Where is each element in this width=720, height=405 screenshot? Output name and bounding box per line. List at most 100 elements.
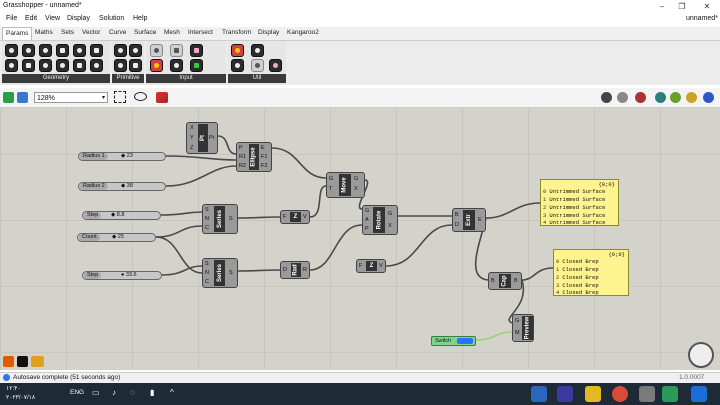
file-path-icon[interactable] (170, 44, 183, 57)
arrow-icon[interactable] (251, 59, 264, 72)
input-g[interactable]: G (329, 176, 334, 182)
input-a[interactable]: A (365, 217, 369, 223)
slider-count[interactable]: Count ◆ 25 (77, 233, 156, 242)
box-param-icon[interactable] (22, 44, 35, 57)
component-series-1[interactable]: S N C Series S (202, 204, 238, 234)
save-file-icon[interactable] (17, 92, 28, 103)
input-r2[interactable]: R2 (239, 163, 247, 169)
output-pt[interactable]: Pt (209, 135, 215, 141)
volume-icon[interactable]: ♪ (112, 388, 116, 397)
input-x[interactable]: X (190, 125, 194, 131)
graph-mapper-icon[interactable] (150, 59, 163, 72)
chevron-up-icon[interactable]: ^ (170, 388, 174, 397)
rhino-icon[interactable] (639, 386, 655, 402)
battery-icon[interactable]: ▮ (150, 388, 155, 397)
input-c[interactable]: C (205, 279, 209, 285)
bake-icon[interactable] (3, 356, 14, 367)
input-m[interactable]: M (515, 330, 520, 336)
flask-icon[interactable] (269, 59, 282, 72)
close-button[interactable]: ✕ (703, 2, 711, 11)
integer-param-icon[interactable] (129, 44, 142, 57)
language-indicator[interactable]: ENG (70, 389, 85, 396)
open-file-icon[interactable] (3, 92, 14, 103)
circle-param-icon[interactable] (56, 44, 69, 57)
slider-radius-1[interactable]: Radius 1 ◆ 23 (78, 152, 166, 161)
matrix-icon[interactable] (190, 59, 203, 72)
component-extrude[interactable]: B D Extr E (452, 208, 486, 232)
button-object-icon[interactable] (170, 59, 183, 72)
preview-wire-icon[interactable] (617, 92, 628, 103)
mesh-param-icon[interactable] (22, 59, 35, 72)
output-s[interactable]: S (229, 216, 233, 222)
output-f2[interactable]: F2 (261, 163, 268, 169)
cluster-icon[interactable] (17, 356, 28, 367)
input-c[interactable]: C (205, 225, 209, 231)
component-series-2[interactable]: S N C Series S (202, 258, 238, 288)
tab-kangaroo2[interactable]: Kangaroo2 (287, 29, 319, 36)
tab-params[interactable]: Params (2, 27, 33, 40)
surface-param-icon[interactable] (73, 59, 86, 72)
tab-maths[interactable]: Maths (35, 29, 53, 36)
import-icon[interactable] (150, 44, 163, 57)
input-d[interactable]: D (455, 222, 459, 228)
clock-date[interactable]: ۲۰۲۳/۰۷/۱۸ (6, 395, 36, 401)
menu-view[interactable]: View (45, 15, 61, 22)
mesh-quality-icon[interactable] (670, 92, 681, 103)
windows-start-icon[interactable] (691, 386, 707, 402)
gradient-icon[interactable] (190, 44, 203, 57)
output-g[interactable]: G (354, 176, 359, 182)
tab-curve[interactable]: Curve (109, 29, 127, 36)
tab-vector[interactable]: Vector (82, 29, 101, 36)
vector-param-icon[interactable] (90, 59, 103, 72)
zoom-dropdown[interactable]: 128%▾ (34, 92, 108, 103)
tab-intersect[interactable]: Intersect (188, 29, 213, 36)
input-b[interactable]: B (455, 212, 459, 218)
navigation-compass-icon[interactable] (688, 342, 714, 368)
output-g[interactable]: G (388, 211, 393, 217)
output-f1[interactable]: F1 (261, 154, 268, 160)
group-icon[interactable] (31, 356, 44, 367)
input-g[interactable]: G (365, 208, 370, 214)
data-input-icon[interactable] (231, 59, 244, 72)
clock-time[interactable]: ۱۲:۴۰ (6, 386, 21, 392)
menu-help[interactable]: Help (133, 15, 148, 22)
store-app-icon[interactable] (531, 386, 547, 402)
minimize-button[interactable]: – (659, 2, 665, 11)
selected-only-icon[interactable] (655, 92, 666, 103)
output-v[interactable]: V (379, 263, 383, 269)
input-s[interactable]: S (205, 261, 209, 267)
input-p[interactable]: P (365, 226, 369, 232)
component-move[interactable]: G T Move G X (326, 172, 365, 198)
eye-icon[interactable] (134, 92, 147, 101)
boolean-param-icon[interactable] (114, 44, 127, 57)
component-rotate[interactable]: G A P Rotate G X (362, 205, 398, 235)
output-s[interactable]: S (229, 270, 233, 276)
output-r[interactable]: R (303, 267, 307, 273)
tab-display[interactable]: Display (258, 29, 280, 36)
number-param-icon[interactable] (114, 59, 127, 72)
menu-solution[interactable]: Solution (99, 15, 125, 22)
text-param-icon[interactable] (129, 59, 142, 72)
component-ellipse[interactable]: P R1 R2 Ellipse E F1 F2 (236, 142, 272, 172)
input-f[interactable]: F (359, 263, 363, 269)
file-explorer-icon[interactable] (585, 386, 601, 402)
notification-icon[interactable]: ▭ (92, 388, 100, 397)
input-g[interactable]: G (515, 318, 520, 324)
output-b[interactable]: B (514, 278, 518, 284)
input-z[interactable]: Z (190, 145, 194, 151)
plane-param-icon[interactable] (39, 59, 52, 72)
brep-param-icon[interactable] (39, 44, 52, 57)
chrome-icon[interactable] (612, 386, 628, 402)
slider-step-1[interactable]: Step ◆ 8.8 (82, 211, 161, 220)
component-unit-z-2[interactable]: F Z V (356, 259, 386, 273)
input-n[interactable]: N (205, 216, 209, 222)
menu-edit[interactable]: Edit (25, 15, 38, 22)
input-y[interactable]: Y (190, 135, 194, 141)
preview-off-icon[interactable] (601, 92, 612, 103)
toggle-switch[interactable] (457, 338, 473, 344)
cherries-icon[interactable] (231, 44, 244, 57)
point-param-icon[interactable] (56, 59, 69, 72)
component-unit-z[interactable]: F Z V (280, 210, 310, 224)
